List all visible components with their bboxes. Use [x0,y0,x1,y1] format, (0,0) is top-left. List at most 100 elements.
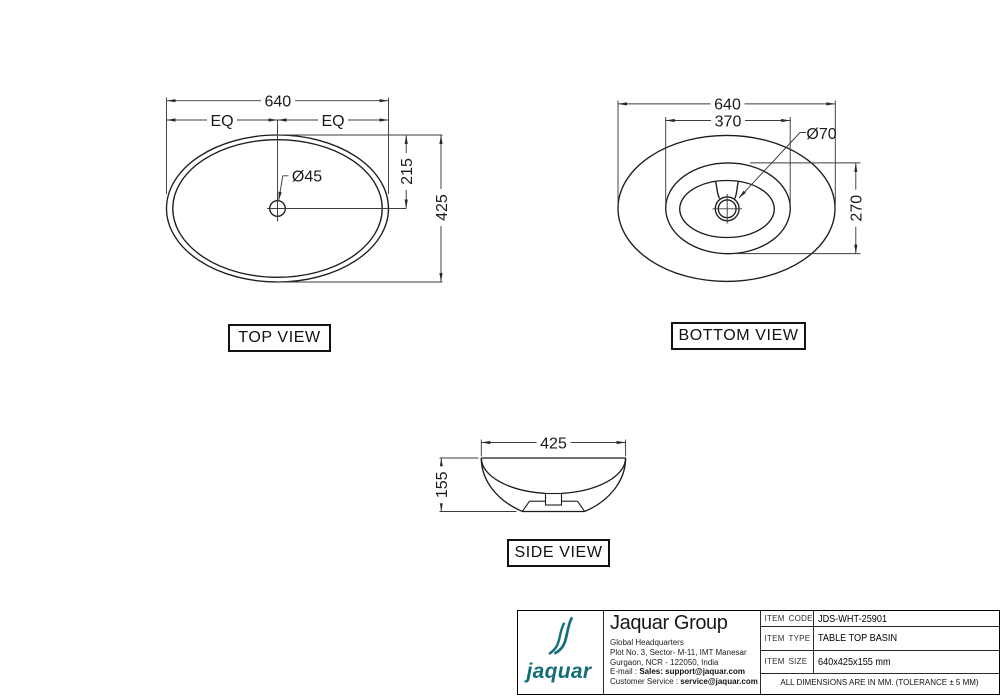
item-code-label: ITEM CODE [764,614,813,623]
arrowhead-icon [379,118,389,122]
jaquar-logo: jaquar [524,616,593,683]
title-block: Jaquar Group Global Headquarters Plot No… [517,610,1000,695]
arrowhead-icon [738,190,746,199]
tolerance-note-row: ALL DIMENSIONS ARE IN MM. (TOLERANCE ± 5… [760,673,999,693]
jaquar-logo-swirl-icon-2 [548,622,565,655]
top-dim-drain: Ø45 [292,168,322,185]
top-dim-depth: 425 [434,194,451,221]
side-view-inner-profile-right [561,457,627,495]
bottom-view-dimension-arrows [618,102,858,254]
item-type-label: ITEM TYPE [764,633,811,643]
company-email-value: Sales: support@jaquar.com [639,667,745,677]
arrowhead-icon [439,458,443,467]
top-view-label-text: TOP VIEW [238,329,321,346]
bottom-view-recess-ring [665,162,791,255]
title-block-row-line-1 [760,626,999,627]
top-dim-eq-right: EQ [321,113,344,130]
side-view-dimension-arrows [439,440,626,512]
title-block-divider-logo [603,611,604,694]
side-dim-height: 155 [434,471,451,498]
object-line [577,500,586,512]
dimension-text-mask [536,435,571,450]
bottom-view-drawing: 640 370 Ø70 270 [617,96,866,283]
top-view-label: TOP VIEW [228,324,331,352]
arrowhead-icon [481,440,491,445]
item-code-row: ITEM CODE JDS-WHT-25901 [760,611,999,626]
bottom-view-spout-right [734,181,740,199]
company-address-line-2: Plot No. 3, Sector- M-11, IMT Manesar [610,647,747,657]
arrowhead-icon [404,199,408,209]
item-size-label: ITEM SIZE [764,657,808,666]
bottom-view-inner-ring [679,179,775,239]
dimension-text-mask [207,112,237,128]
side-view-drain-outlet [544,492,563,506]
dimension-text-mask [261,93,295,108]
object-line [521,500,530,512]
side-view-drawing: 425 155 [433,435,627,513]
dimension-text-mask [848,189,864,227]
dimension-text-mask [398,153,414,190]
side-view-label-text: SIDE VIEW [514,544,603,561]
arrowhead-icon [616,440,626,445]
company-address: Global Headquarters Plot No. 3, Sector- … [610,638,758,687]
dimension-text-mask [710,96,745,112]
company-email-label: E-mail : [610,667,640,677]
bottom-dim-drain: Ø70 [806,126,836,143]
company-address-line-3: Gurgaon, NCR - 122050, India [610,657,719,667]
top-view-drawing: 640 EQ EQ Ø45 215 425 [165,93,451,283]
arrowhead-icon [439,502,443,512]
company-service-line: Customer Service : service@jaquar.com [610,677,758,687]
top-dim-offset: 215 [399,158,416,185]
top-dim-width: 640 [264,94,291,111]
jaquar-logo-wordmark: jaquar [524,660,593,683]
leader-line [738,132,806,199]
side-view-label: SIDE VIEW [507,539,610,567]
dimension-text-mask [433,466,449,504]
arrowhead-icon [404,135,408,144]
bottom-dim-recess-width: 370 [715,113,742,130]
dimension-text-mask [433,189,449,226]
side-view-outer-profile-left [480,457,523,512]
arrowhead-icon [618,102,627,106]
company-name: Jaquar Group [610,612,728,634]
top-view-dimension-arrows [166,99,443,282]
side-view-base [521,492,586,513]
bottom-view-outer-rim [617,134,836,283]
arrowhead-icon [166,118,176,122]
title-block-divider-company [760,611,761,694]
side-dim-width: 425 [540,435,567,452]
title-block-divider-items [813,611,814,673]
top-dim-eq-left: EQ [210,113,233,130]
jaquar-logo-swirl-icon [554,616,573,655]
dimension-text-mask [711,113,745,128]
bottom-view-label-text: BOTTOM VIEW [678,327,799,344]
bottom-view-spout-left [714,181,721,199]
item-size-row: ITEM SIZE 640x425x155 mm [760,650,999,673]
tolerance-note: ALL DIMENSIONS ARE IN MM. (TOLERANCE ± 5… [780,678,979,688]
item-type-row: ITEM TYPE TABLE TOP BASIN [760,626,999,650]
title-block-row-line-3 [760,673,999,674]
arrowhead-icon [379,99,389,103]
item-code-value: JDS-WHT-25901 [818,612,888,625]
arrowhead-icon [277,118,287,122]
company-address-line-1: Global Headquarters [610,638,684,647]
arrowhead-icon [278,191,282,201]
bottom-view-label: BOTTOM VIEW [671,322,806,350]
arrowhead-icon [439,135,443,144]
side-view-inner-profile-left [480,457,546,495]
bottom-dim-recess-depth: 270 [849,195,866,222]
dimension-text-mask [318,112,348,128]
title-block-row-line-2 [760,650,999,651]
company-service-label: Customer Service : [610,677,681,687]
side-view-outer-profile-right [584,457,627,512]
arrowhead-icon [781,118,791,123]
company-service-value: service@jaquar.com [680,677,758,687]
arrowhead-icon [166,99,176,103]
arrowhead-icon [665,118,675,123]
item-type-value: TABLE TOP BASIN [818,632,898,644]
bottom-dim-width: 640 [714,97,741,114]
arrowhead-icon [439,273,443,282]
arrowhead-icon [854,162,858,172]
